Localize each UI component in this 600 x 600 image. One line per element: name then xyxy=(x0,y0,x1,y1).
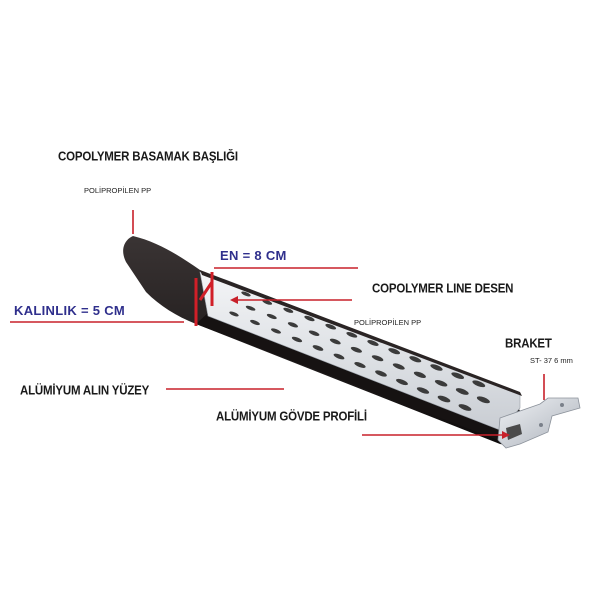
tread-dot xyxy=(375,370,387,377)
tread-dot xyxy=(291,336,303,343)
label-braket-spec: ST- 37 6 mm xyxy=(530,356,573,365)
label-copolymer-line: COPOLYMER LINE DESEN xyxy=(372,282,514,296)
label-copolymer-basamak: COPOLYMER BASAMAK BAŞLIĞI xyxy=(58,150,238,164)
label-aluminyum-alin: ALÜMİYUM ALIN YÜZEY xyxy=(20,384,150,398)
tread-dot xyxy=(350,346,362,353)
tread-dot xyxy=(413,371,426,379)
label-kalinlik: KALINLIK = 5 CM xyxy=(14,303,126,318)
arrow-aluminyum-govde xyxy=(502,431,510,439)
tread-dot xyxy=(241,291,251,297)
tread-dot xyxy=(271,328,281,334)
tread-dot xyxy=(472,380,486,388)
tread-dot xyxy=(434,379,448,387)
tread-dot xyxy=(325,323,337,330)
label-en: EN = 8 CM xyxy=(220,248,287,263)
tread-dot xyxy=(287,322,298,328)
tread-dot xyxy=(416,387,430,394)
tread-dot xyxy=(262,299,273,305)
tread-dot xyxy=(304,315,315,322)
arrow-copolymer-line xyxy=(230,296,238,304)
tread-dot xyxy=(308,330,320,336)
tread-dot xyxy=(346,331,358,338)
tread-dot xyxy=(451,372,465,380)
tread-dot xyxy=(430,364,443,371)
tread-dot xyxy=(455,388,469,395)
tread-dot xyxy=(354,362,366,368)
tread-dot xyxy=(437,395,451,403)
tread-dot xyxy=(266,313,277,320)
label-braket: BRAKET xyxy=(505,337,552,351)
tread-dot xyxy=(409,356,422,363)
leader-lines xyxy=(10,210,545,436)
tread-dot xyxy=(329,338,341,345)
tread-dot xyxy=(396,378,408,386)
tread-dot xyxy=(371,355,384,362)
tread-dot xyxy=(476,396,490,404)
tread-pattern xyxy=(229,291,490,411)
tread-dot xyxy=(283,307,294,313)
tread-dot xyxy=(250,319,260,326)
label-aluminyum-govde: ALÜMİYUM GÖVDE PROFİLİ xyxy=(216,410,367,424)
tread-rim xyxy=(200,270,522,396)
label-polipropilen-2: POLİPROPİLEN PP xyxy=(354,318,422,327)
tread-dot xyxy=(392,363,405,370)
tread-dot xyxy=(229,311,239,317)
tread-dot xyxy=(367,340,379,346)
tread-dot xyxy=(458,404,472,411)
tread-dot xyxy=(245,305,256,311)
tread-dot xyxy=(388,348,401,355)
bracket xyxy=(497,397,581,449)
tread-dot xyxy=(333,353,345,360)
label-polipropilen-1: POLİPROPİLEN PP xyxy=(84,186,152,195)
tread-dot xyxy=(312,345,324,351)
dimension-marker xyxy=(194,272,214,326)
